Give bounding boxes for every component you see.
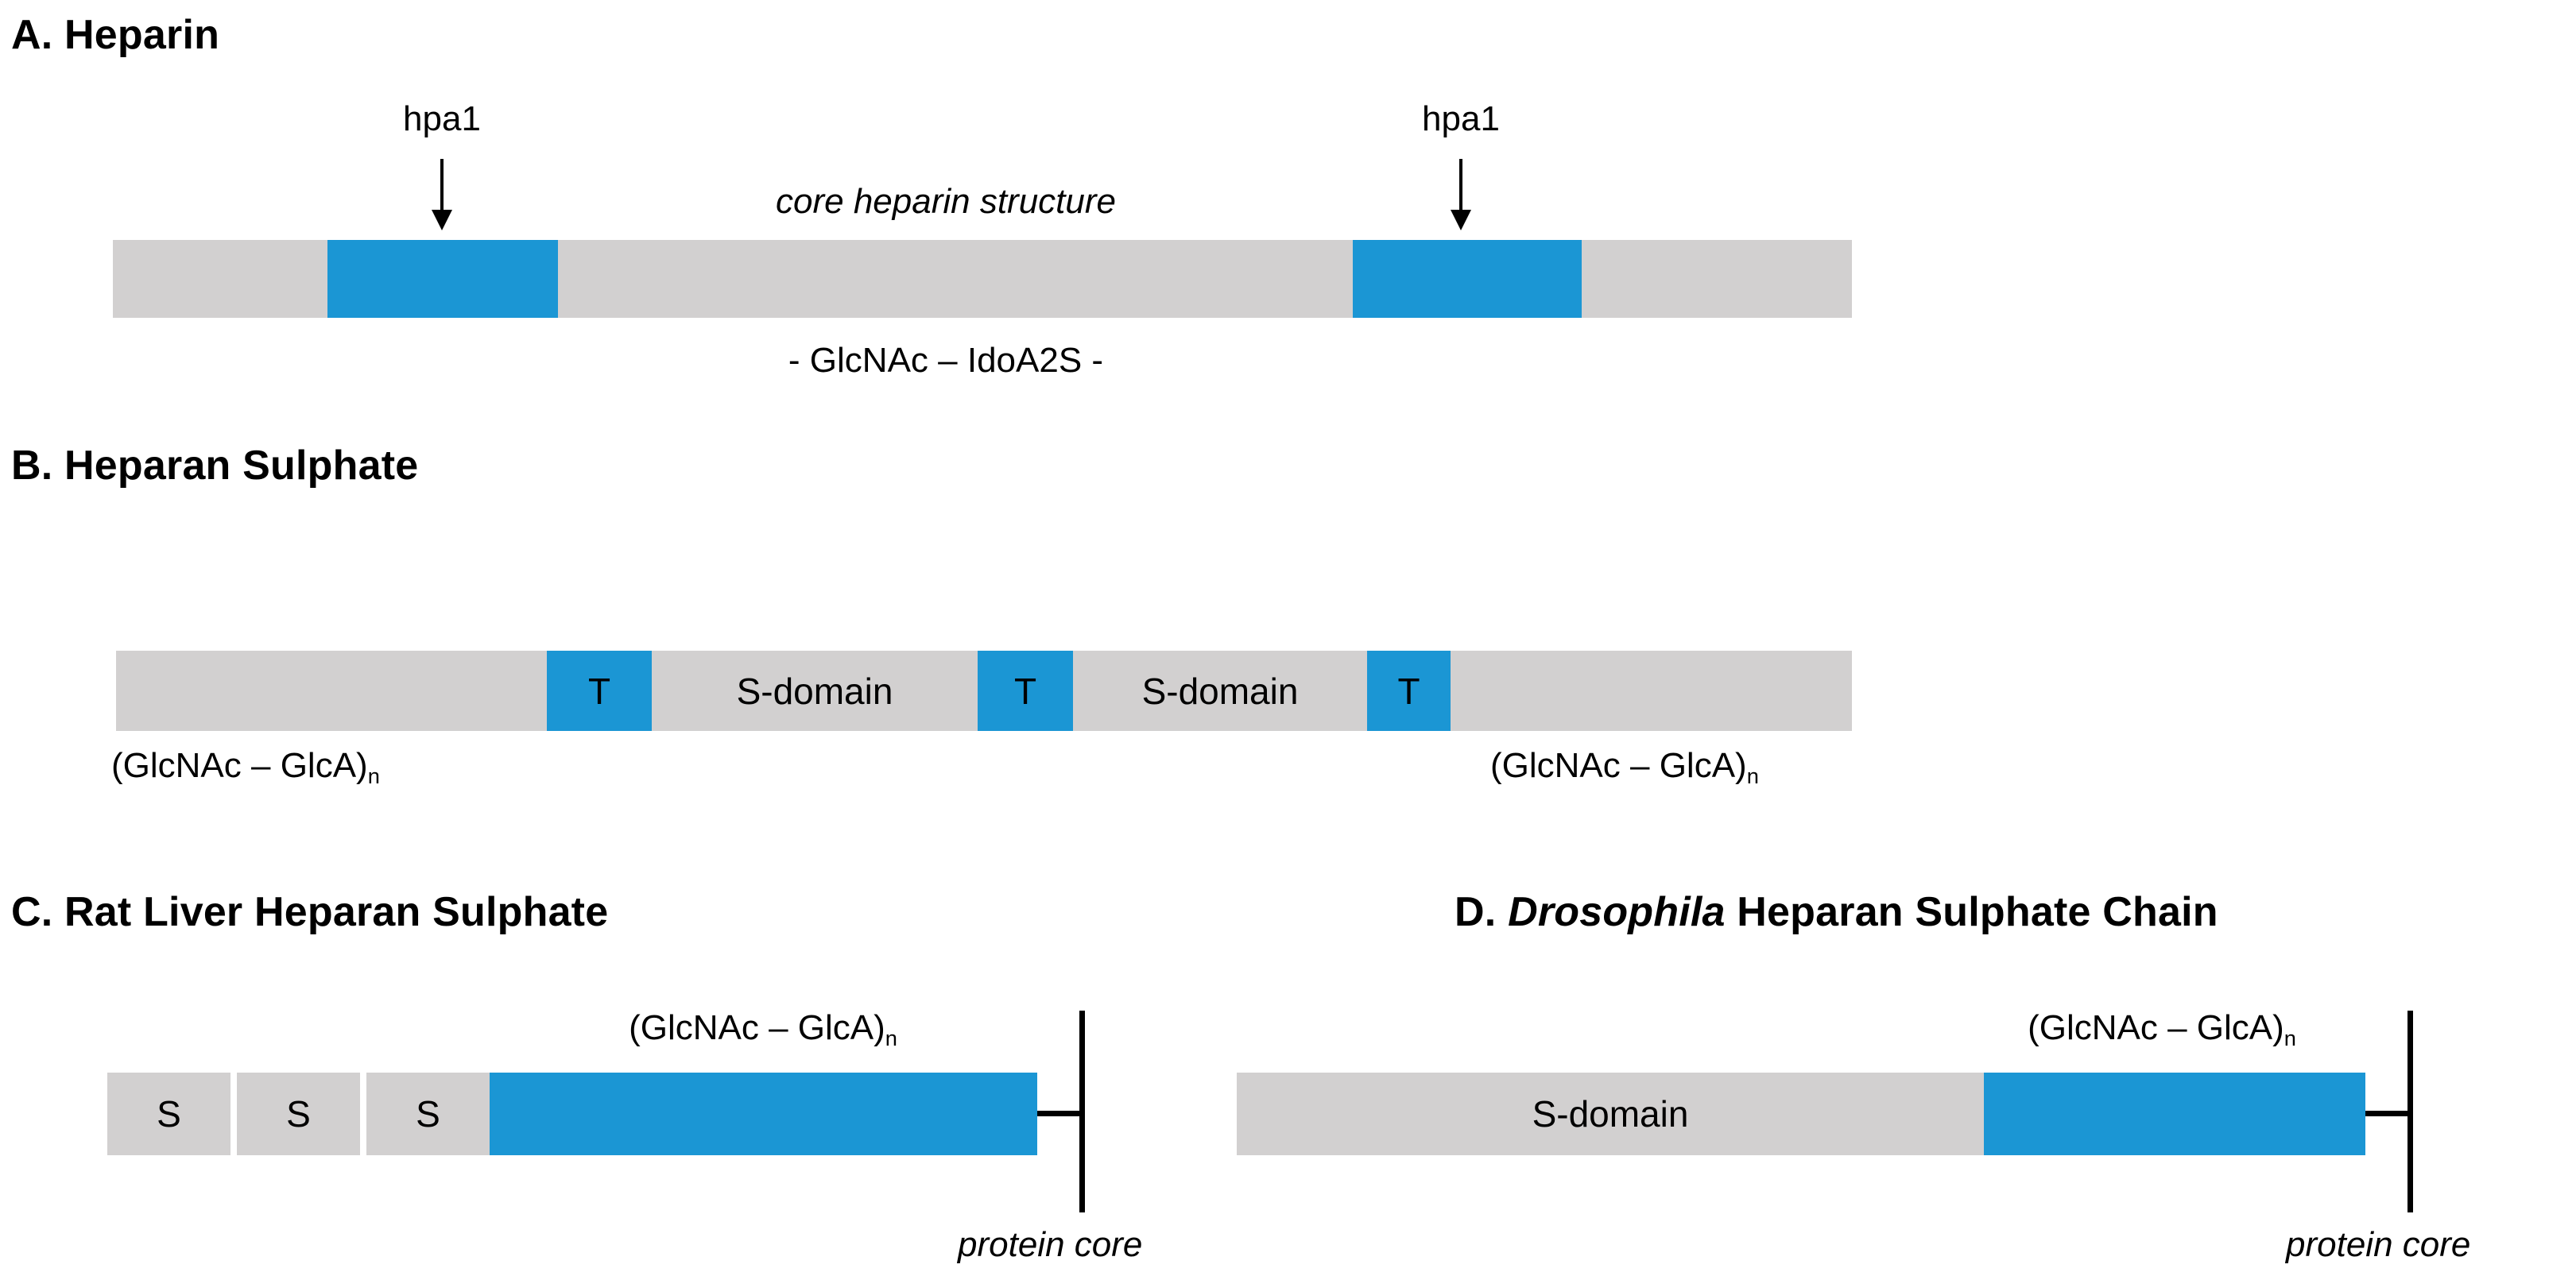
- panel-b-sdomain-label-2: S-domain: [1141, 670, 1299, 712]
- panel-c-segment-blue: [490, 1073, 1037, 1155]
- panel-d-core-connector: [2365, 1111, 2413, 1116]
- panel-a-segment-gray-1: [113, 240, 327, 318]
- panel-a-hpa1-label-left: hpa1: [403, 99, 481, 138]
- panel-d-protein-core-label: protein core: [2286, 1225, 2471, 1264]
- panel-c-chain: S S S: [107, 1073, 1037, 1155]
- panel-b-t-label-2: T: [1013, 670, 1037, 712]
- down-arrow-head-icon-left: [432, 210, 452, 230]
- panel-a-segment-gray-3: [1582, 240, 1852, 318]
- panel-a-segment-blue-1: [327, 240, 558, 318]
- panel-c-s-label-3: S: [416, 1093, 440, 1135]
- panel-b-t-label-1: T: [587, 670, 611, 712]
- panel-c-core-connector: [1037, 1111, 1085, 1116]
- panel-b-title: B. Heparan Sulphate: [11, 443, 419, 489]
- panel-b-right-chain-sub: n: [1746, 764, 1759, 789]
- panel-d-title-rest: Heparan Sulphate Chain: [1737, 889, 2218, 935]
- panel-a-disaccharide-label: - GlcNAc – IdoA2S -: [788, 341, 1104, 380]
- panel-d-chain-label-text: (GlcNAc – GlcA): [2028, 1008, 2284, 1047]
- panel-b-segment-gray-2: [1451, 651, 1852, 731]
- panel-c-segment-s-3: S: [366, 1073, 490, 1155]
- panel-c-segment-s-1: S: [107, 1073, 230, 1155]
- panel-c-segment-s-2: S: [237, 1073, 360, 1155]
- panel-b-segment-sdomain-2: S-domain: [1073, 651, 1367, 731]
- panel-d-chain-label-sub: n: [2284, 1026, 2296, 1051]
- panel-c-s-label-2: S: [286, 1093, 311, 1135]
- panel-b-segment-gray-1: [116, 651, 547, 731]
- panel-d-title: D. Drosophila Heparan Sulphate Chain: [1455, 891, 2218, 933]
- panel-b-chain: T S-domain T S-domain T: [116, 651, 1852, 731]
- panel-c-chain-label: (GlcNAc – GlcA)n: [629, 1008, 897, 1050]
- panel-d-segment-sdomain: S-domain: [1237, 1073, 1984, 1155]
- panel-c-chain-label-text: (GlcNAc – GlcA): [629, 1008, 885, 1047]
- panel-b-left-chain-text: (GlcNAc – GlcA): [111, 746, 368, 785]
- down-arrow-icon-right: [1459, 159, 1462, 216]
- panel-b-left-chain-sub: n: [367, 764, 380, 789]
- panel-d-title-prefix: D.: [1455, 889, 1497, 935]
- panel-d-sdomain-label: S-domain: [1532, 1093, 1689, 1135]
- panel-c-title: C. Rat Liver Heparan Sulphate: [11, 889, 609, 935]
- panel-b-right-chain-label: (GlcNAc – GlcA)n: [1490, 746, 1759, 787]
- panel-b-t-label-3: T: [1397, 670, 1420, 712]
- panel-d-segment-blue: [1984, 1073, 2365, 1155]
- panel-b-sdomain-label-1: S-domain: [736, 670, 893, 712]
- down-arrow-head-icon-right: [1451, 210, 1471, 230]
- panel-c-chain-label-sub: n: [885, 1026, 897, 1051]
- panel-d-title-genus: Drosophila: [1508, 889, 1726, 935]
- panel-b-left-chain-label: (GlcNAc – GlcA)n: [111, 746, 380, 787]
- panel-b-segment-t-3: T: [1367, 651, 1451, 731]
- panel-b-segment-t-2: T: [978, 651, 1073, 731]
- panel-a-title: A. Heparin: [11, 12, 220, 58]
- panel-c-protein-core-line: [1079, 1011, 1085, 1212]
- panel-b-segment-t-1: T: [547, 651, 652, 731]
- panel-a-chain: [113, 240, 1852, 318]
- panel-a-segment-blue-2: [1353, 240, 1582, 318]
- panel-b-segment-sdomain-1: S-domain: [652, 651, 978, 731]
- down-arrow-icon-left: [440, 159, 444, 216]
- panel-a-hpa1-label-right: hpa1: [1422, 99, 1500, 138]
- panel-d-chain: S-domain: [1237, 1073, 2365, 1155]
- panel-c-s-label-1: S: [157, 1093, 181, 1135]
- panel-d-protein-core-line: [2407, 1011, 2413, 1212]
- panel-d-chain-label: (GlcNAc – GlcA)n: [2028, 1008, 2296, 1050]
- panel-a-core-structure-label: core heparin structure: [776, 182, 1116, 221]
- panel-a-segment-gray-2: [558, 240, 1353, 318]
- panel-c-protein-core-label: protein core: [958, 1225, 1143, 1264]
- panel-b-right-chain-text: (GlcNAc – GlcA): [1490, 746, 1747, 785]
